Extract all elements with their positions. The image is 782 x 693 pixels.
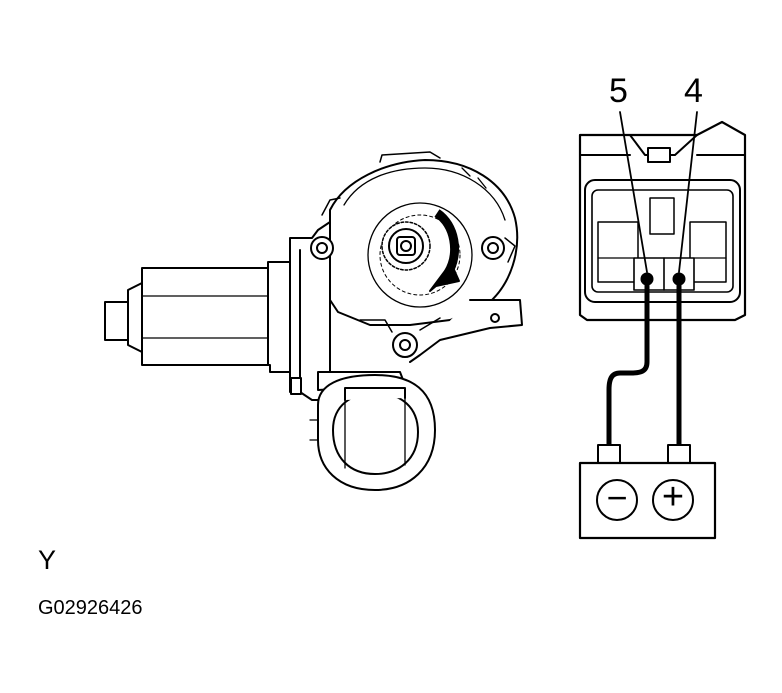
leader-line-4 (678, 111, 698, 273)
battery-negative-symbol: − (606, 477, 628, 518)
window-regulator-motor-icon (104, 151, 523, 491)
figure-code-label: G02926426 (38, 597, 143, 619)
wire-negative (606, 279, 650, 453)
battery-positive-symbol: + (661, 476, 685, 518)
terminal-4-label: 4 (684, 72, 703, 110)
curved-arrow-icon (429, 209, 460, 292)
battery-icon (578, 444, 717, 540)
view-letter-label: Y (38, 545, 57, 575)
connector-icon (578, 120, 747, 322)
terminal-5-label: 5 (609, 72, 628, 110)
leader-line-5 (619, 111, 648, 273)
wires (606, 279, 682, 453)
